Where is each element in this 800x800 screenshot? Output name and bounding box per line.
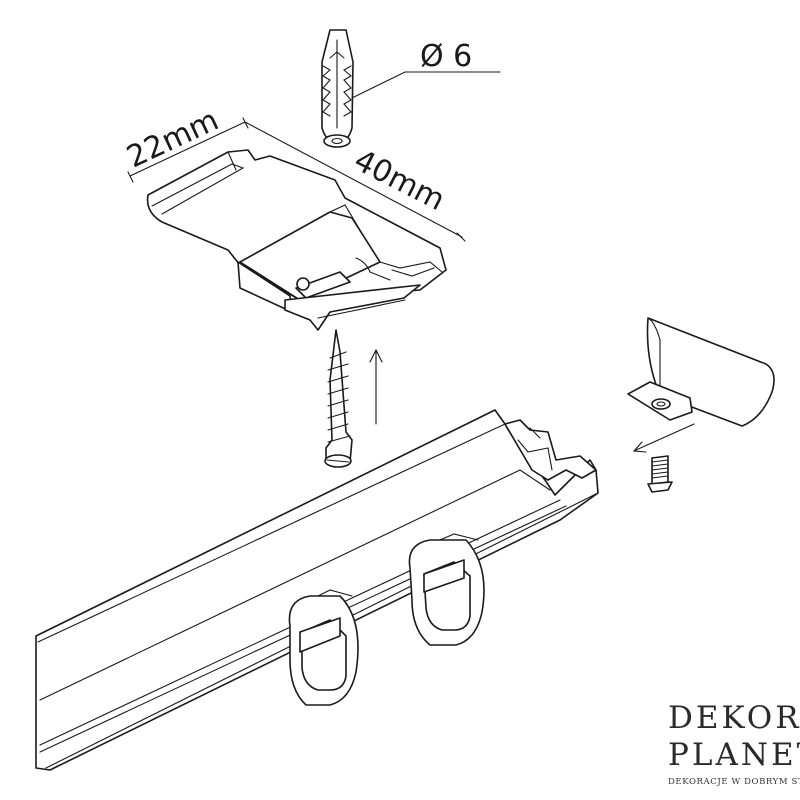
end-cap — [627, 317, 775, 427]
dowel-diameter-label: Ø 6 — [420, 39, 472, 74]
end-cap-arrow — [632, 423, 695, 453]
mounting-arrow-up — [369, 348, 383, 425]
length-dimension-label: 40mm — [348, 143, 450, 218]
wall-dowel — [321, 29, 354, 148]
ceiling-bracket — [146, 149, 447, 331]
wood-screw — [324, 329, 353, 468]
dowel-leader-line — [351, 71, 501, 99]
logo-line1: Dekor — [668, 700, 800, 736]
end-cap-screw — [647, 455, 673, 493]
dekor-planet-logo: Dekor Planet Dekoracje w dobrym stylu — [668, 700, 800, 787]
logo-line2: Planet — [668, 737, 800, 773]
curtain-runner-2 — [408, 533, 485, 646]
logo-tagline: Dekoracje w dobrym stylu — [668, 777, 800, 787]
curtain-rail — [35, 409, 599, 771]
curtain-runner-1 — [288, 589, 359, 706]
width-dimension — [127, 117, 249, 183]
length-dimension — [244, 121, 466, 242]
